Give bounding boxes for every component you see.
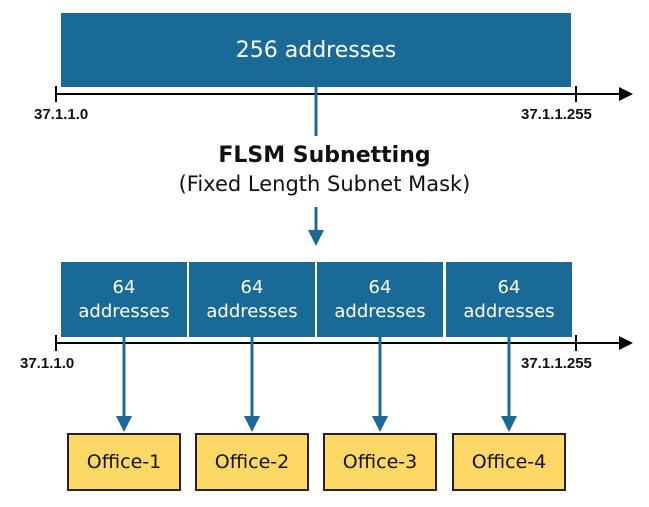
subnet-block-4: 64 addresses (446, 262, 572, 337)
subnet-2-count: 64 (240, 276, 264, 298)
top-axis-arrowhead (619, 87, 633, 101)
subnet-block-2: 64 addresses (189, 262, 315, 337)
subnet-1-unit: addresses (78, 300, 170, 322)
office-2-arrowhead (244, 416, 260, 432)
subnet-4-count: 64 (497, 276, 521, 298)
total-address-label: 256 addresses (235, 37, 397, 63)
bottom-axis-arrowhead (619, 336, 633, 350)
office-4-box: Office-4 (452, 433, 566, 491)
subnet-block-1: 64 addresses (61, 262, 187, 337)
office-4-arrowhead (501, 416, 517, 432)
subnet-block-3: 64 addresses (317, 262, 443, 337)
office-1-arrowhead (116, 416, 132, 432)
top-end-address: 37.1.1.255 (521, 106, 592, 123)
diagram-title: FLSM Subnetting (218, 143, 431, 168)
subnet-4-unit: addresses (463, 300, 555, 322)
subnet-2-unit: addresses (206, 300, 298, 322)
bottom-start-address: 37.1.1.0 (20, 355, 75, 372)
subnet-3-count: 64 (368, 276, 392, 298)
diagram-subtitle: (Fixed Length Subnet Mask) (178, 172, 471, 196)
office-3-box: Office-3 (323, 433, 437, 491)
office-1-box: Office-1 (67, 433, 181, 491)
office-2-box: Office-2 (195, 433, 309, 491)
subnet-1-count: 64 (112, 276, 136, 298)
top-start-address: 37.1.1.0 (34, 106, 89, 123)
subnet-3-unit: addresses (334, 300, 426, 322)
title-down-arrowhead (308, 230, 324, 246)
office-3-arrowhead (372, 416, 388, 432)
bottom-end-address: 37.1.1.255 (521, 355, 592, 372)
total-address-block: 256 addresses (61, 13, 571, 87)
